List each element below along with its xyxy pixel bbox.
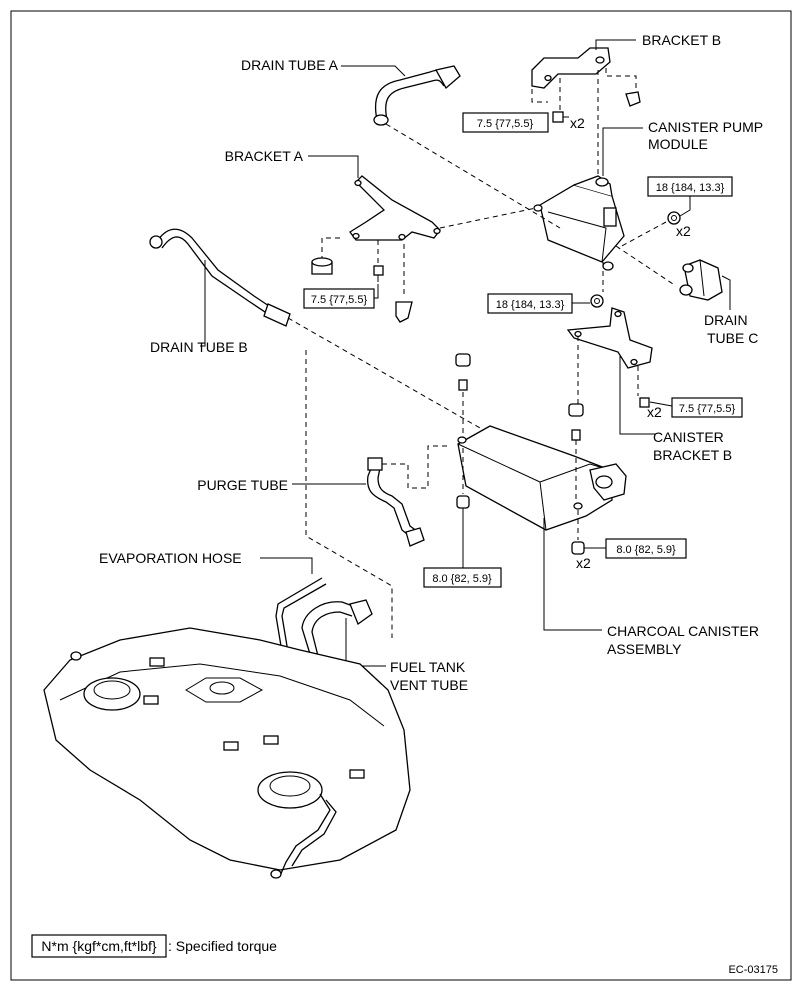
canister-bracket-b-label-1: CANISTER (653, 429, 724, 445)
canister-grommet-right-top (568, 403, 584, 441)
legend-description: : Specified torque (168, 938, 277, 954)
charcoal-canister-label-2: ASSEMBLY (607, 641, 682, 657)
bracket-a-grommet (311, 257, 333, 275)
canister-right-bolt (571, 541, 585, 555)
canister-left-bolt (456, 495, 470, 509)
evaporation-hose-leader (260, 557, 313, 574)
torque-box-canister-left (423, 567, 502, 588)
torque-canister-bracket-b: 7.5 {77,5.5} (679, 403, 736, 415)
fuel-tank-vent-tube-label-2: VENT TUBE (390, 677, 468, 693)
canister-pump-module-part (533, 175, 625, 271)
qty-canister-bracket-b: x2 (647, 404, 662, 420)
figure-code: EC-03175 (728, 964, 778, 976)
qty-pump-top: x2 (676, 223, 691, 239)
drain-tube-a-dash (385, 123, 561, 229)
vent-tube-dash (305, 350, 393, 638)
purge-tube-label: PURGE TUBE (197, 477, 288, 493)
purge-tube-dash-1 (382, 445, 448, 489)
bracket-b-leader (595, 39, 636, 50)
canister-bracket-b-bolt (639, 397, 650, 408)
bracket-a-clip (395, 301, 413, 323)
canister-bracket-b-leader (619, 356, 656, 435)
bracket-a-bolt-leader (374, 284, 379, 299)
bracket-b-part (531, 47, 641, 107)
drain-tube-c-dash (615, 245, 677, 287)
pump-bottom-nut (590, 294, 604, 308)
qty-canister-right: x2 (576, 555, 591, 571)
charcoal-canister-leader (543, 518, 602, 631)
bracket-a-dash-1 (321, 237, 340, 264)
legend-unit-box (31, 934, 167, 958)
bracket-a-dash-4 (439, 207, 537, 229)
canister-bracket-b-part (566, 307, 653, 369)
pump-top-nut (667, 211, 681, 225)
drain-tube-b-dash (287, 317, 495, 437)
evaporation-hose-part (275, 577, 327, 653)
canister-bracket-b-bolt-leader (649, 401, 673, 407)
drain-tube-a-part (373, 65, 461, 126)
drain-tube-b-part (149, 228, 291, 327)
torque-box-canister-right (605, 538, 687, 559)
torque-box-canister-bracket-b (671, 397, 743, 418)
torque-pump-bottom: 18 {184, 13.3} (496, 299, 565, 311)
bracket-a-part (349, 175, 441, 241)
canister-grommet-left-top (455, 353, 471, 391)
torque-bracket-a: 7.5 {77,5.5} (311, 294, 368, 306)
pump-module-label-1: CANISTER PUMP (648, 119, 763, 135)
bracket-a-leader (308, 155, 359, 178)
pump-top-dash (617, 221, 667, 249)
pump-module-label-2: MODULE (648, 136, 708, 152)
torque-box-bracket-b (462, 112, 549, 133)
bracket-b-label: BRACKET B (642, 32, 721, 48)
drain-tube-c-label-2: TUBE C (707, 330, 758, 346)
fuel-tank-vent-tube-part (301, 599, 373, 657)
bracket-a-label: BRACKET A (225, 148, 304, 164)
evaporation-hose-label: EVAPORATION HOSE (99, 550, 242, 566)
bracket-b-bolt (552, 111, 569, 123)
purge-tube-part (366, 457, 425, 547)
bracket-a-bolt (373, 265, 384, 282)
drain-tube-b-label: DRAIN TUBE B (150, 339, 248, 355)
charcoal-canister-label-1: CHARCOAL CANISTER (607, 623, 759, 639)
drain-tube-b-leader (200, 260, 206, 347)
fuel-tank-part (43, 627, 411, 879)
torque-pump-top: 18 {184, 13.3} (656, 182, 725, 194)
pump-top-leader (679, 196, 691, 217)
canister-bracket-b-label-2: BRACKET B (653, 447, 732, 463)
drain-tube-a-leader (341, 65, 406, 77)
figure-frame (10, 10, 792, 981)
fuel-tank-vent-tube-label-1: FUEL TANK (390, 659, 466, 675)
qty-bracket-b: x2 (570, 115, 585, 131)
torque-bracket-b: 7.5 {77,5.5} (477, 118, 534, 130)
bracket-b-dash-3 (605, 68, 637, 92)
charcoal-canister-part (457, 425, 627, 531)
pump-module-leader (602, 127, 643, 176)
legend-unit-text: N*m {kgf*cm,ft*lbf} (41, 938, 156, 954)
fuel-tank-vent-tube-leader (345, 618, 386, 667)
torque-canister-left: 8.0 {82, 5.9} (432, 573, 492, 585)
drain-tube-c-leader (721, 275, 731, 310)
bracket-b-dash-1 (531, 80, 548, 103)
drain-tube-c-label-1: DRAIN (704, 312, 748, 328)
torque-canister-right: 8.0 {82, 5.9} (616, 544, 676, 556)
drain-tube-a-label: DRAIN TUBE A (241, 57, 339, 73)
drain-tube-c-part (679, 259, 723, 301)
